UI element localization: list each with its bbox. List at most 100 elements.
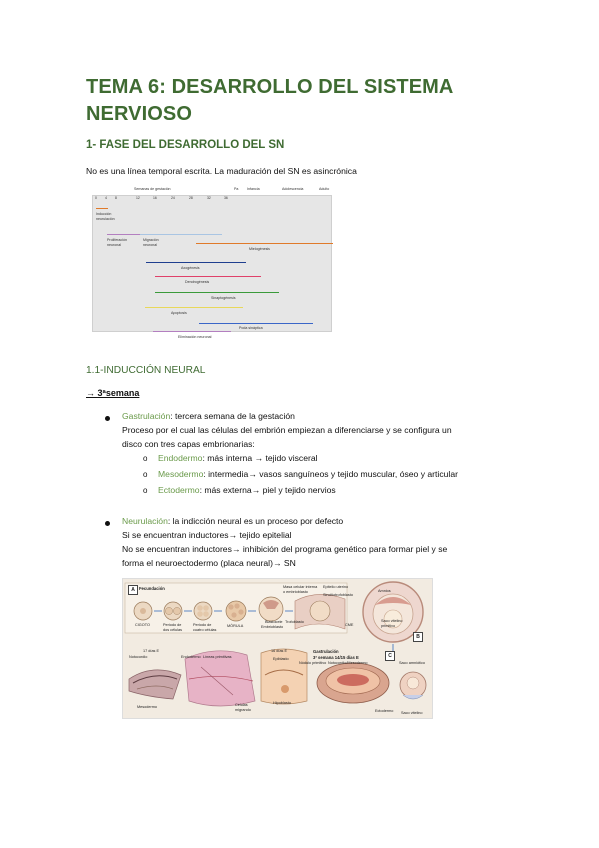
- neurulacion-desc: : la indicción neural es un proceso por …: [167, 516, 344, 526]
- figure-annotation: Saco amniótico: [399, 661, 425, 665]
- figure-annotation: 16 días E: [271, 649, 288, 653]
- figure-annotation: Células migrando: [235, 703, 251, 712]
- title-line-1: TEMA 6: DESARROLLO DEL SISTEMA: [86, 76, 454, 98]
- timeline-tick: 8: [115, 196, 117, 200]
- layer-name: Mesodermo: [158, 469, 204, 479]
- phase-label-1: Proliferación neuronal: [107, 238, 127, 247]
- timeline-tick: 4: [105, 196, 107, 200]
- layer-desc: : más externa→ piel y tejido nervios: [199, 485, 336, 495]
- layer-item: Mesodermo: intermedia→ vasos sanguíneos …: [158, 468, 458, 481]
- timeline-tick: 12: [136, 196, 140, 200]
- layer-name: Ectodermo: [158, 485, 200, 495]
- gastrulacion-term: Gastrulación: [122, 411, 171, 421]
- sub-bullet-icon: o: [143, 470, 148, 479]
- figure-annotation: Epiblasto: [273, 657, 289, 661]
- sub-bullet-icon: o: [143, 486, 148, 495]
- phase-label-3: Mielogénesis: [249, 247, 270, 251]
- timeline-ticks: 0 4 8 12 16 24 28 32 36: [93, 188, 331, 200]
- figure-annotation: Epitelio uterino: [323, 585, 349, 589]
- figure-annotation: Notocordio: [129, 655, 148, 659]
- phase-bar-8: [199, 323, 313, 325]
- phase-label-8: Poda sináptica: [239, 326, 263, 330]
- figure-tag: Fecundación: [139, 586, 165, 591]
- sub-bullet-icon: o: [143, 454, 148, 463]
- phase-bar-5: [155, 276, 261, 278]
- embryo-development-figure: A Fecundación B C Gastrulación 3ª semana…: [122, 578, 433, 719]
- phase-label-7: Apoptosis: [171, 311, 187, 315]
- timeline-tick: 28: [189, 196, 193, 200]
- figure-label-a: A: [128, 585, 138, 595]
- figure-annotation: Mesodermo: [137, 705, 158, 709]
- figure-annotation: CIGOTO: [135, 623, 150, 627]
- phase-label-2: Migración neuronal: [143, 238, 159, 247]
- figure-annotation: Masa celular interna o embrioblasto: [283, 585, 318, 594]
- figure-annotation: Saco vitelino primitivo: [381, 619, 403, 628]
- timeline-tick: 32: [207, 196, 211, 200]
- layer-desc: : más interna → tejido visceral: [202, 453, 318, 463]
- bullet-icon: [105, 521, 110, 526]
- figure-annotation: Blastocele: [265, 620, 283, 624]
- neurulacion-text-1: Si se encuentran inductores→ tejido epit…: [122, 530, 292, 540]
- phase-label-5: Dendrogénesis: [185, 280, 210, 284]
- figure-annotation: MÓRULA: [227, 624, 244, 628]
- timeline-header-label: Semanas de gestación: [134, 187, 171, 191]
- gastrulacion-desc: : tercera semana de la gestación: [170, 411, 295, 421]
- section-heading-1: 1- FASE DEL DESARROLLO DEL SN: [86, 139, 285, 151]
- layer-item: Endodermo: más interna → tejido visceral: [158, 452, 318, 465]
- neurulacion-term: Neurulación: [122, 516, 168, 526]
- gastrulacion-text-2: disco con tres capas embrionarias:: [122, 439, 255, 449]
- arrow-icon: →: [86, 388, 95, 398]
- figure-annotation: Endodermo: [181, 655, 201, 659]
- figure-annotation: Periodo de cuatro células: [193, 623, 217, 632]
- layer-name: Endodermo: [158, 453, 203, 463]
- figure-label-b: B: [413, 632, 423, 642]
- figure-annotation: Amnios: [378, 589, 391, 593]
- intro-paragraph: No es una línea temporal escrita. La mad…: [86, 166, 357, 176]
- figure-annotation: Hipoblasto: [273, 701, 291, 705]
- figure-annotation: Notocordio/Mesodermo: [328, 661, 368, 665]
- development-timeline-figure: Semanas de gestación Pa Infancia Adolesc…: [92, 187, 333, 343]
- neurulacion-line: Neurulación: la indicción neural es un p…: [122, 515, 343, 528]
- bullet-icon: [105, 416, 110, 421]
- neurulacion-text-2: No se encuentran inductores→ inhibición …: [122, 544, 448, 554]
- gastrulacion-line: Gastrulación: tercera semana de la gesta…: [122, 410, 295, 423]
- timeline-plot-area: 0 4 8 12 16 24 28 32 36 Inducción neurul…: [92, 195, 333, 339]
- figure-annotation: Trofoblasto: [285, 620, 304, 624]
- layer-desc: : intermedia→ vasos sanguíneos y tejido …: [203, 469, 458, 479]
- figure-tag: 3ª semana 14/15 días E: [313, 655, 359, 660]
- neurulacion-text-3: forma el neuroectodermo (placa neural)→ …: [122, 558, 296, 568]
- figure-annotation: Sincitiotrofoblasto: [323, 593, 353, 597]
- figure-annotation: 17 días E: [143, 649, 160, 653]
- figure-annotation: Embrioblasto: [261, 625, 284, 629]
- layer-item: Ectodermo: más externa→ piel y tejido ne…: [158, 484, 336, 497]
- timeline-header-label: Adulto: [319, 187, 330, 191]
- figure-tag: Gastrulación: [313, 649, 339, 654]
- figure-annotation: Saco vitelino: [401, 711, 423, 715]
- timeline-header-label: Adolescencia: [282, 187, 304, 191]
- phase-bar-3: [196, 243, 333, 245]
- timeline-tick: 36: [224, 196, 228, 200]
- phase-bar-1: [107, 234, 140, 236]
- timeline-tick: 16: [153, 196, 157, 200]
- timeline-header-label: Pa: [234, 187, 239, 191]
- phase-bar-6: [155, 292, 279, 294]
- timeline-header-label: Infancia: [247, 187, 260, 191]
- phase-bar-9: [153, 331, 231, 333]
- timeline-tick: 24: [171, 196, 175, 200]
- figure-label-c: C: [385, 651, 395, 661]
- section-heading-1-1: 1.1-INDUCCIÓN NEURAL: [86, 365, 206, 376]
- phase-bar-2: [140, 234, 222, 236]
- phase-label-4: Axogénesis: [181, 266, 200, 270]
- figure-annotation: Ectodermo: [375, 709, 394, 713]
- phase-bar-0: [96, 208, 108, 210]
- timeline-tick: 0: [95, 196, 97, 200]
- gastrulacion-text-1: Proceso por el cual las células del embr…: [122, 425, 452, 435]
- embryo-illustration: [124, 581, 427, 707]
- figure-annotation: Periodo de dos células: [163, 623, 182, 632]
- figure-annotation: Líneas primitivas: [203, 655, 232, 659]
- title-line-2: NERVIOSO: [86, 103, 193, 125]
- timeline-header: Semanas de gestación Pa Infancia Adolesc…: [92, 187, 332, 195]
- figure-annotation: CME: [345, 623, 354, 627]
- phase-bar-7: [145, 307, 243, 309]
